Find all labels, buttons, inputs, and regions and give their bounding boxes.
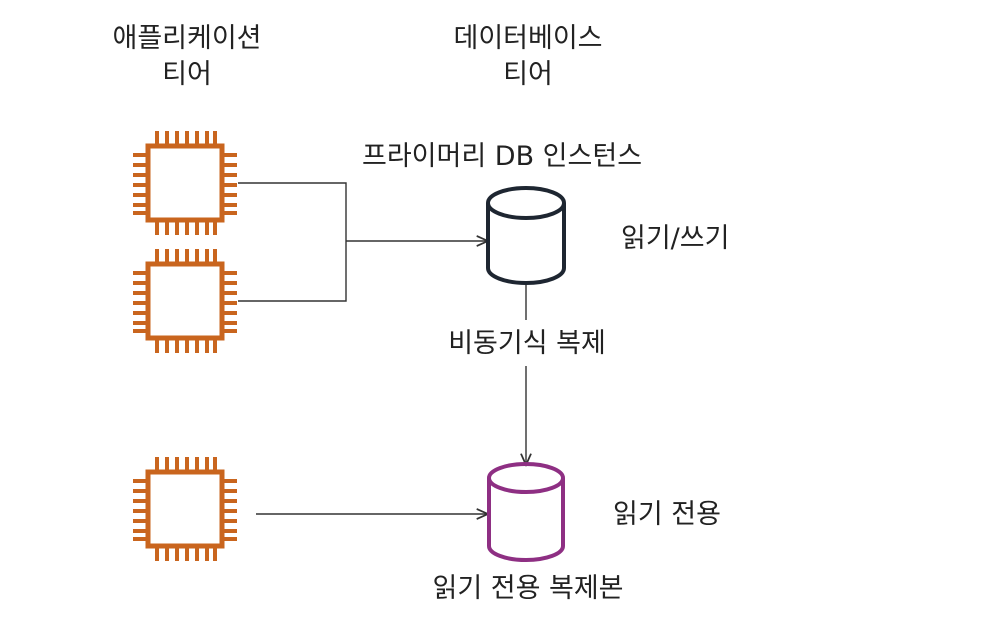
ec2-chip-icon	[133, 249, 237, 353]
app-tier-line1: 애플리케이션	[112, 23, 262, 54]
db-tier-heading: 데이터베이스 티어	[453, 21, 602, 93]
connector-app1-to-bus	[238, 182, 347, 302]
primary-instance-label: 프라이머리 DB 인스턴스	[362, 141, 643, 172]
read-replica-label: 읽기 전용 복제본	[432, 573, 624, 604]
app-tier-heading: 애플리케이션 티어	[112, 21, 261, 93]
primary-database-icon	[486, 186, 566, 285]
app-tier-line2: 티어	[162, 59, 212, 90]
app-instance-2	[133, 249, 237, 353]
connector-lines	[238, 182, 526, 514]
db-tier-line1: 데이터베이스	[453, 23, 603, 54]
db-tier-line2: 티어	[503, 59, 553, 90]
async-replication-label: 비동기식 복제	[448, 328, 606, 359]
app-instance-3	[133, 457, 237, 561]
replica-database-icon	[487, 462, 565, 562]
read-only-label: 읽기 전용	[613, 499, 721, 530]
ec2-chip-icon	[133, 131, 237, 235]
app-instance-1	[133, 131, 237, 235]
ec2-chip-icon	[133, 457, 237, 561]
read-write-label: 읽기/쓰기	[621, 223, 730, 254]
